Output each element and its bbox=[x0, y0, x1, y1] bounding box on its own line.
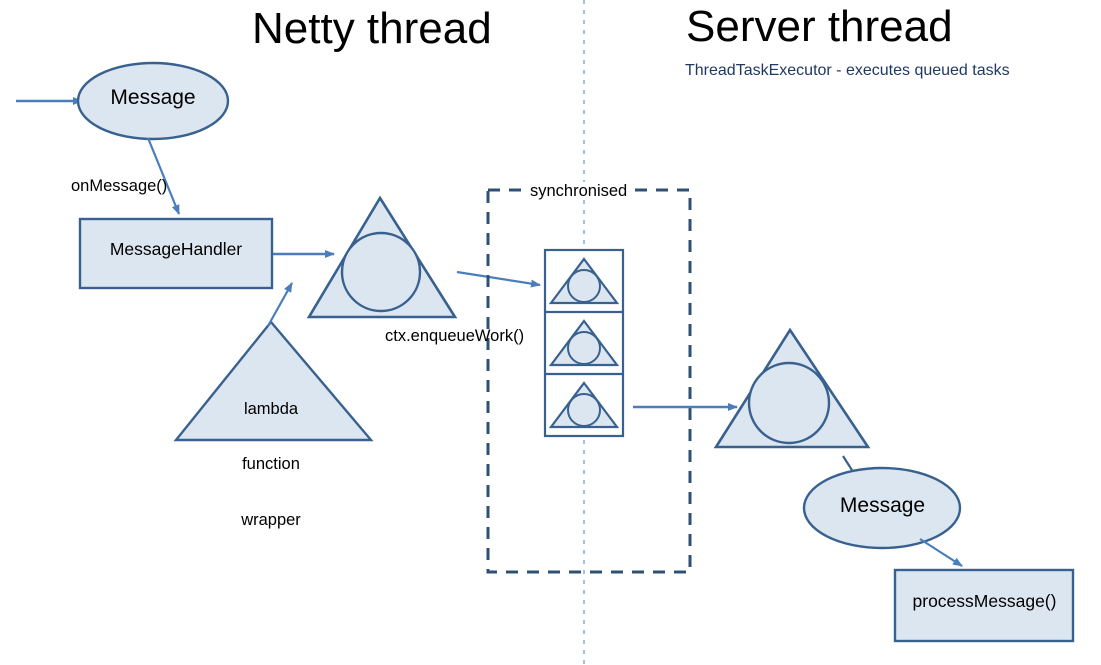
server-thread-subtitle: ThreadTaskExecutor - executes queued tas… bbox=[685, 62, 1010, 79]
lambda-wrapper-label-line-2: function bbox=[242, 455, 300, 474]
synchronised-region-label: synchronised bbox=[527, 182, 631, 201]
on-message-label: onMessage() bbox=[71, 177, 168, 195]
lambda-wrapper-label-line-1: lambda bbox=[243, 399, 299, 418]
ctx-enqueue-work-label: ctx.enqueueWork() bbox=[385, 327, 525, 345]
netty-thread-title: Netty thread bbox=[252, 4, 492, 53]
process-message-label: processMessage() bbox=[912, 591, 1057, 611]
message-node-left-label: Message bbox=[110, 86, 196, 109]
queued-task-circle-icon-3 bbox=[567, 393, 601, 427]
process-message-box bbox=[893, 568, 1075, 643]
message-to-handler-arrow bbox=[146, 137, 181, 215]
message-node-right-label: Message bbox=[839, 494, 926, 517]
lambda-wrapper-label: lambda function wrapper bbox=[211, 363, 331, 566]
queued-task-circle-icon-1 bbox=[567, 269, 601, 303]
enqueue-actor-circle bbox=[340, 231, 422, 313]
lambda-wrapper-label-line-3: wrapper bbox=[241, 510, 301, 529]
lambda-wrapper-triangle bbox=[173, 320, 374, 442]
lambda-to-handler-arrow bbox=[267, 282, 293, 327]
message-to-processmessage-arrow bbox=[919, 538, 963, 567]
message-handler-label: MessageHandler bbox=[109, 239, 243, 259]
enqueue-to-queue-arrow bbox=[456, 270, 541, 288]
queued-task-circle-icon-2 bbox=[567, 331, 601, 365]
executor-actor-circle bbox=[747, 361, 831, 445]
message-node-left bbox=[76, 61, 230, 141]
message-node-right bbox=[802, 466, 962, 550]
message-handler-box bbox=[78, 217, 274, 290]
server-thread-title: Server thread bbox=[686, 2, 953, 51]
synchronised-region-box bbox=[486, 188, 692, 574]
